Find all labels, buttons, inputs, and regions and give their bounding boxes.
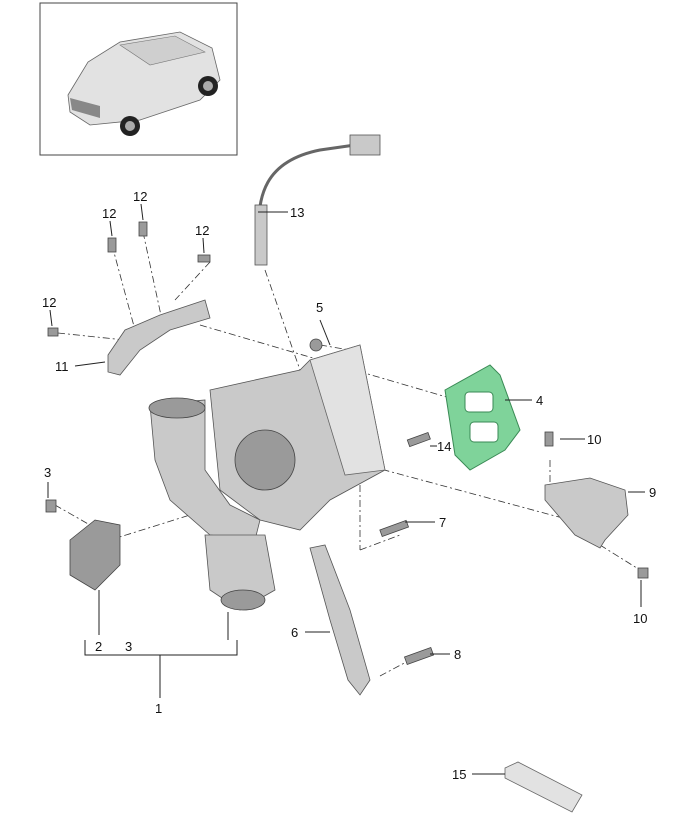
vehicle-inset[interactable] — [39, 2, 238, 156]
callout-2[interactable]: 2 — [95, 639, 102, 654]
bracket-2-part[interactable] — [69, 519, 121, 591]
leader-lines — [47, 203, 645, 775]
turbocharger[interactable] — [148, 344, 386, 611]
callout-12[interactable]: 12 — [133, 189, 147, 204]
callout-3[interactable]: 3 — [44, 465, 51, 480]
callout-12[interactable]: 12 — [195, 223, 209, 238]
support-part[interactable] — [309, 544, 371, 696]
callout-12[interactable]: 12 — [102, 206, 116, 221]
callout-10[interactable]: 10 — [587, 432, 601, 447]
callout-1[interactable]: 1 — [155, 701, 162, 716]
tube-part[interactable] — [504, 761, 583, 813]
callout-10[interactable]: 10 — [633, 611, 647, 626]
callout-3[interactable]: 3 — [125, 639, 132, 654]
bracket-part[interactable] — [544, 477, 629, 549]
bolts — [45, 221, 649, 666]
gasket-part[interactable] — [444, 364, 521, 471]
heat-shield-part[interactable] — [107, 299, 211, 376]
callout-9[interactable]: 9 — [649, 485, 656, 500]
callout-6[interactable]: 6 — [291, 625, 298, 640]
callout-4[interactable]: 4 — [536, 393, 543, 408]
callout-labels: 1 2 3 3 4 5 6 7 8 9 10 10 11 12 12 12 12… — [42, 189, 656, 782]
callout-7[interactable]: 7 — [439, 515, 446, 530]
callout-8[interactable]: 8 — [454, 647, 461, 662]
callout-5[interactable]: 5 — [316, 300, 323, 315]
callout-11[interactable]: 11 — [55, 359, 69, 374]
oxygen-sensor[interactable] — [254, 134, 381, 266]
callout-12[interactable]: 12 — [42, 295, 56, 310]
callout-15[interactable]: 15 — [452, 767, 466, 782]
callout-14[interactable]: 14 — [437, 439, 451, 454]
callout-13[interactable]: 13 — [290, 205, 304, 220]
